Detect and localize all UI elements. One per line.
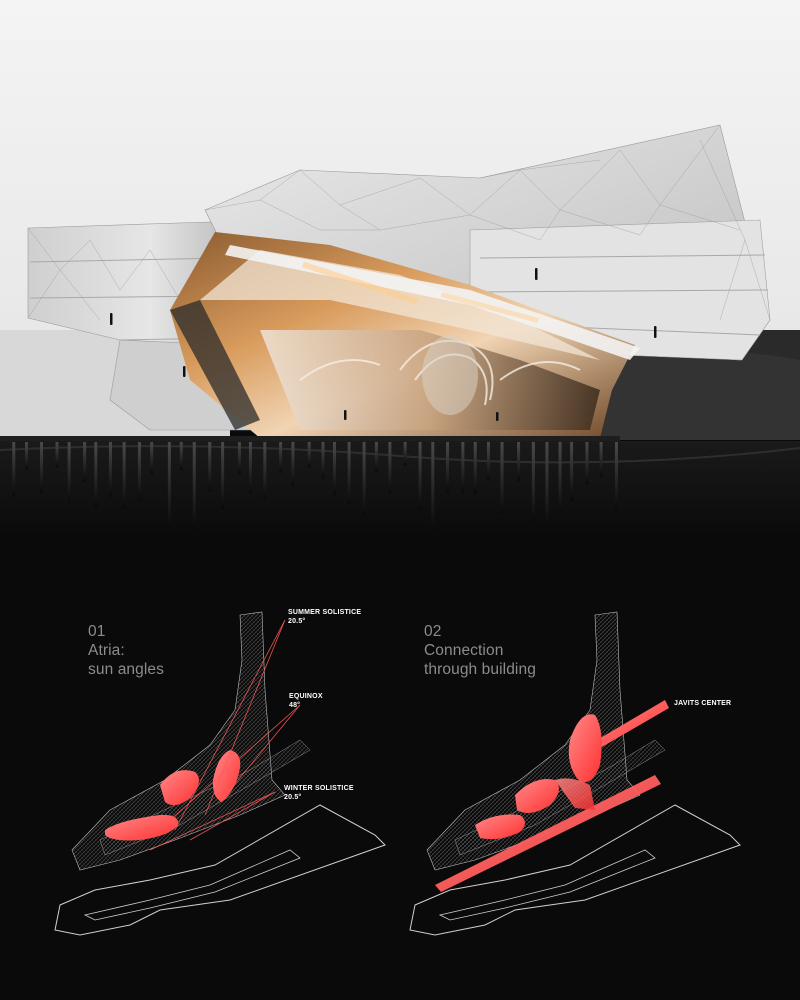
- panel-1-title-line-1: Atria:: [88, 642, 125, 659]
- callout-winter-solstice-label: WINTER SOLISTICE: [284, 785, 354, 792]
- pile: [94, 442, 98, 509]
- pile: [108, 442, 112, 497]
- callout-winter-solstice: WINTER SOLISTICE 20.5°: [284, 785, 354, 802]
- pile: [403, 442, 407, 466]
- pile: [291, 442, 295, 487]
- callout-summer-solstice-angle: 20.5°: [288, 617, 306, 625]
- callout-javits-center: JAVITS CENTER: [674, 700, 731, 709]
- panel-2-title-line-2: through building: [424, 661, 536, 678]
- pile: [150, 442, 154, 475]
- panel-2-heading: 02 Connection through building: [424, 622, 536, 679]
- pile: [558, 442, 562, 515]
- pile: [545, 442, 549, 527]
- pile: [279, 442, 283, 473]
- pile: [531, 442, 535, 523]
- pile: [192, 442, 196, 529]
- diagram-connection: [409, 611, 741, 936]
- pile: [347, 442, 351, 505]
- pile: [237, 442, 241, 474]
- building-mass: [27, 124, 771, 466]
- pile: [461, 442, 465, 493]
- panel-1-title-line-2: sun angles: [88, 661, 164, 678]
- pile: [321, 442, 325, 479]
- pile: [362, 442, 366, 516]
- pile: [388, 442, 392, 494]
- human-figures: [110, 268, 657, 421]
- pile: [167, 442, 171, 528]
- pile: [179, 442, 183, 471]
- callout-javits-center-label: JAVITS CENTER: [674, 700, 732, 707]
- callout-equinox: EQUINOX 48°: [289, 693, 323, 710]
- pile: [208, 442, 212, 492]
- pile: [307, 442, 311, 468]
- pile: [122, 442, 126, 510]
- pile: [486, 442, 490, 481]
- pile: [374, 442, 378, 472]
- pile: [221, 442, 225, 510]
- panel-2-title-line-1: Connection: [424, 642, 504, 659]
- panel-1-heading: 01 Atria: sun angles: [88, 622, 164, 679]
- panel-2-number: 02: [424, 623, 442, 640]
- callout-summer-solstice-label: SUMMER SOLISTICE: [288, 609, 362, 616]
- pile: [248, 442, 252, 494]
- callout-winter-solstice-angle: 20.5°: [284, 793, 302, 801]
- pile: [431, 442, 435, 529]
- panel-1-number: 01: [88, 623, 106, 640]
- pile: [137, 442, 141, 502]
- diagram-sun-angles: [54, 611, 386, 936]
- building-section-render: [0, 0, 800, 540]
- pile: [24, 442, 28, 471]
- callout-summer-solstice: SUMMER SOLISTICE 20.5°: [288, 609, 361, 626]
- callout-equinox-angle: 48°: [289, 701, 301, 709]
- callout-equinox-label: EQUINOX: [289, 693, 323, 700]
- diagrams-panel: [54, 611, 741, 936]
- pile: [570, 442, 574, 501]
- pile: [83, 442, 87, 482]
- pile: [445, 442, 449, 493]
- pile: [500, 442, 504, 515]
- pile: [418, 442, 422, 510]
- pile: [12, 442, 16, 497]
- pile: [517, 442, 521, 481]
- pile: [599, 442, 603, 478]
- pile: [473, 442, 477, 494]
- foundation-piles: [12, 442, 618, 529]
- pile: [332, 442, 336, 495]
- pile: [263, 442, 267, 501]
- pile: [614, 442, 618, 511]
- pile: [67, 442, 71, 504]
- pile: [40, 442, 44, 494]
- pile: [55, 442, 59, 468]
- pile: [585, 442, 589, 485]
